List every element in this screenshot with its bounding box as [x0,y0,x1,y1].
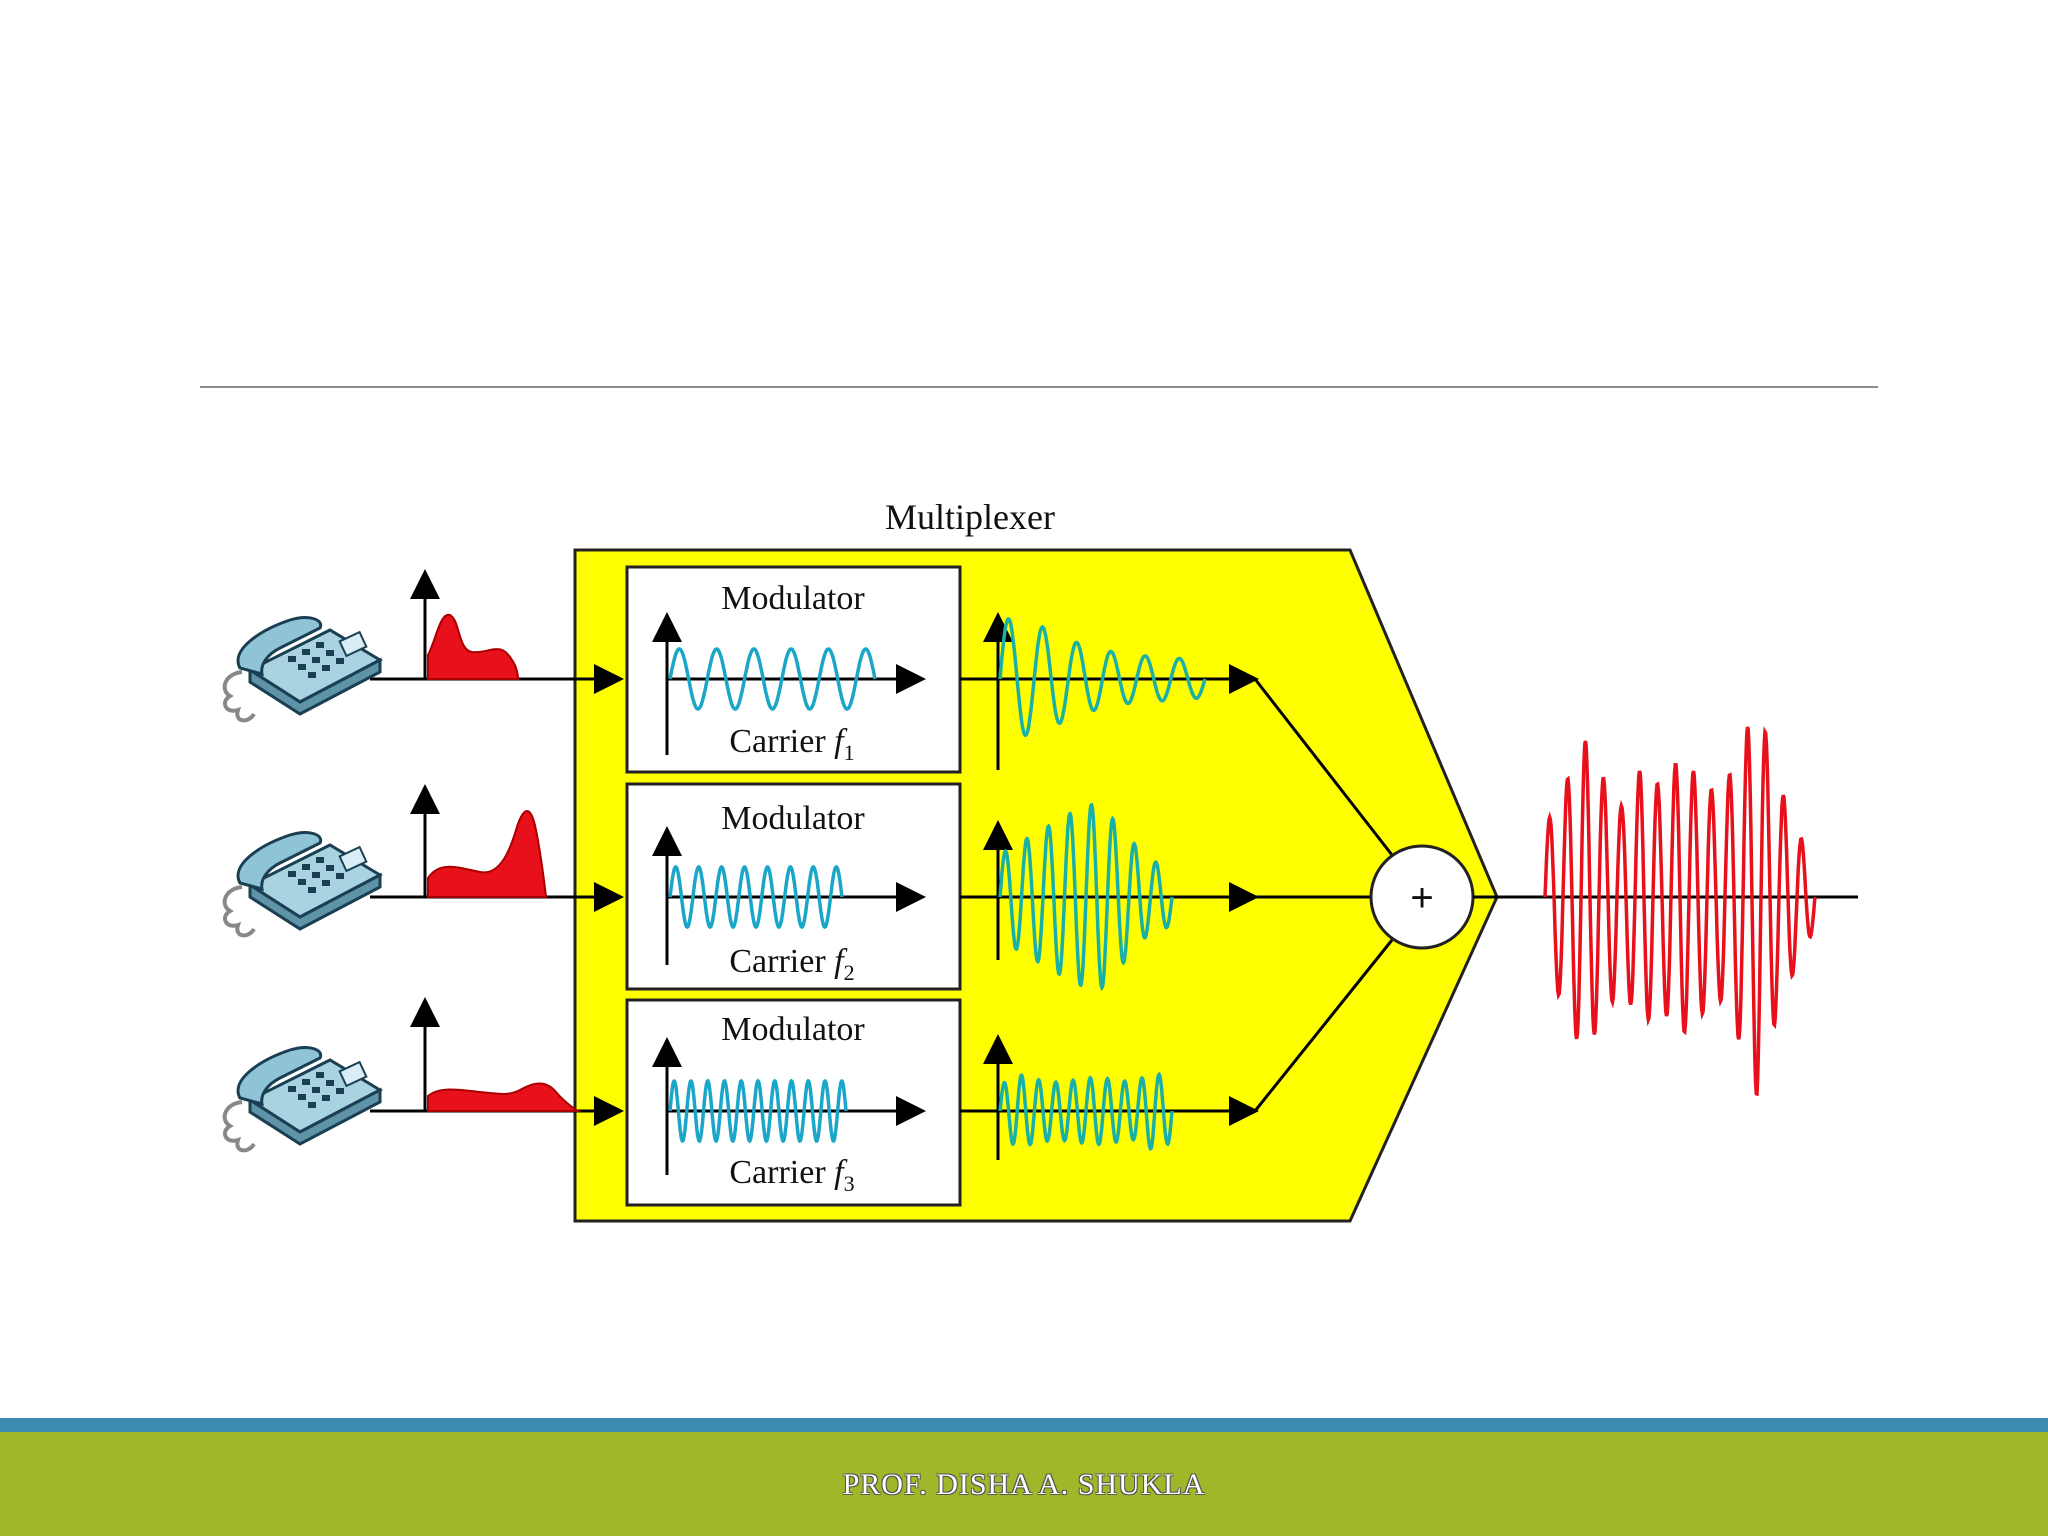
summer-input-lines [1253,678,1394,1112]
carrier-label: Carrier f2 [729,943,854,985]
telephone-icon [222,830,382,938]
modulator-box-1: Modulator Carrier f1 [625,565,962,774]
modulator-label: Modulator [721,800,865,837]
carrier-wave-3 [668,1078,848,1144]
footer-accent-stripe [0,1418,2048,1432]
modulator-box-2: Modulator Carrier f2 [625,782,962,991]
modulated-wave-3 [998,1071,1174,1152]
carrier-label: Carrier f1 [729,723,854,765]
telephone-icon [222,1045,382,1153]
modulator-box-3: Modulator Carrier f3 [625,998,962,1207]
telephone-icon [222,615,382,723]
modulator-label: Modulator [721,1011,865,1048]
multiplexer-label: Multiplexer [885,497,1055,537]
baseband-spectrum-2 [410,784,548,898]
carrier-label: Carrier f3 [729,1154,854,1196]
footer-bar [0,1432,2048,1536]
footer-author: PROF. DISHA A. SHUKLA [842,1468,1206,1501]
title-divider [200,386,1878,388]
summer-symbol: + [1410,876,1433,920]
summer-node: + [1369,844,1475,950]
modulator-label: Modulator [721,580,865,617]
baseband-spectrum-1 [410,569,520,680]
carrier-wave-1 [668,647,877,711]
multiplexed-output-wave [1543,726,1817,1097]
carrier-wave-2 [668,865,844,929]
modulated-wave-2 [998,802,1174,991]
modulated-wave-1 [998,617,1207,738]
baseband-spectrum-3 [410,997,582,1112]
